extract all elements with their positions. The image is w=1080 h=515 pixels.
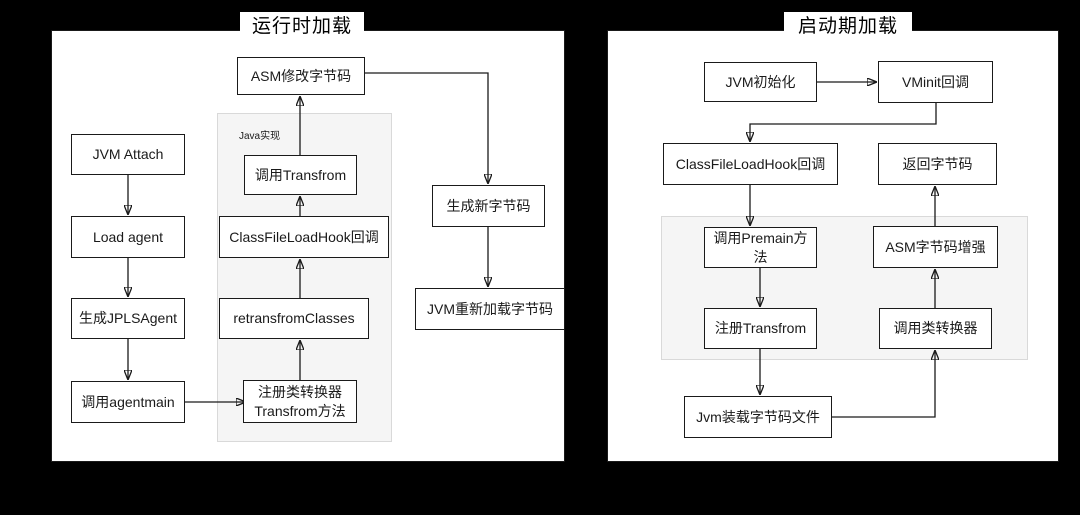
- node-retransfrom-classes: retransfromClasses: [219, 298, 369, 339]
- startup-loading-title: 启动期加载: [784, 12, 912, 37]
- node-call-class-transformer: 调用类转换器: [879, 308, 992, 349]
- node-load-agent: Load agent: [71, 216, 185, 258]
- node-vminit-callback: VMinit回调: [878, 61, 993, 103]
- node-classfileloadhook-callback-runtime: ClassFileLoadHook回调: [219, 216, 389, 258]
- node-jvm-reload-bytecode: JVM重新加载字节码: [415, 288, 565, 330]
- node-asm-bytecode-enhance: ASM字节码增强: [873, 226, 998, 268]
- node-jvm-attach: JVM Attach: [71, 134, 185, 175]
- node-register-class-transformer: 注册类转换器Transfrom方法: [243, 380, 357, 423]
- node-jvm-init: JVM初始化: [704, 62, 817, 102]
- java-impl-label: Java实现: [239, 131, 281, 142]
- node-call-agentmain: 调用agentmain: [71, 381, 185, 423]
- node-gen-jplsagent: 生成JPLSAgent: [71, 298, 185, 339]
- node-gen-new-bytecode: 生成新字节码: [432, 185, 545, 227]
- runtime-loading-title: 运行时加载: [240, 12, 364, 37]
- node-register-transfrom: 注册Transfrom: [704, 308, 817, 349]
- node-call-premain: 调用Premain方法: [704, 227, 817, 268]
- node-classfileloadhook-callback-startup: ClassFileLoadHook回调: [663, 143, 838, 185]
- node-call-transfrom: 调用Transfrom: [244, 155, 357, 195]
- node-return-bytecode: 返回字节码: [878, 143, 997, 185]
- node-asm-modify-bytecode: ASM修改字节码: [237, 57, 365, 95]
- node-jvm-load-bytecode-file: Jvm装载字节码文件: [684, 396, 832, 438]
